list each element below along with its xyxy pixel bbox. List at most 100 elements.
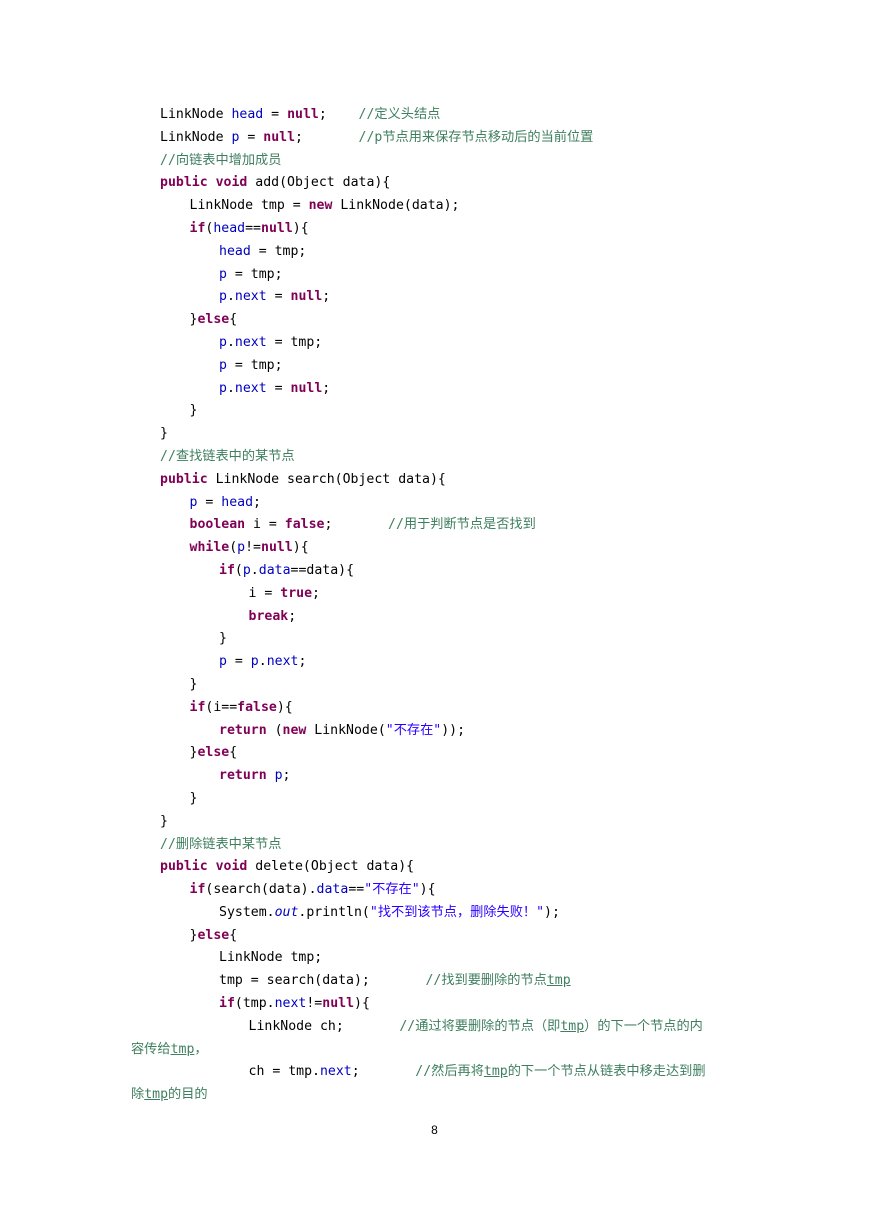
code-token: p	[189, 494, 198, 510]
code-token: p	[219, 654, 227, 670]
code-line: }else{	[131, 309, 771, 332]
code-line: //删除链表中某节点	[131, 834, 771, 857]
code-token: tmp	[144, 1087, 169, 1103]
code-token: }	[160, 813, 168, 829]
code-line: System.out.println("找不到该节点，删除失败！");	[131, 902, 771, 925]
code-token: LinkNode	[160, 129, 232, 145]
code-token: null	[261, 540, 293, 556]
code-token: ;	[298, 654, 307, 670]
code-token	[208, 859, 216, 874]
code-token: head	[213, 220, 246, 236]
code-token: ;	[322, 380, 331, 396]
code-token: = tmp;	[250, 243, 307, 259]
code-token: void	[215, 859, 248, 875]
code-token: LinkNode search(Object data){	[207, 471, 446, 487]
code-token: =	[239, 129, 264, 145]
code-token: (	[234, 562, 243, 578]
code-token: //找到要删除的节点	[425, 973, 547, 989]
code-token: p	[219, 380, 227, 396]
code-token: ){	[292, 220, 309, 236]
code-token: p	[231, 129, 240, 145]
code-token: "找不到该节点，删除失败！"	[369, 904, 545, 920]
code-token: ）的下一个节点的内	[584, 1018, 703, 1034]
code-token: tmp	[546, 973, 571, 989]
code-line: p = tmp;	[131, 355, 771, 378]
code-token: head	[221, 494, 254, 510]
code-line: while(p!=null){	[131, 537, 771, 560]
code-token: ){	[354, 996, 370, 1012]
code-token: //p节点用来保存节点移动后的当前位置	[358, 129, 594, 145]
code-line: return (new LinkNode("不存在"));	[131, 720, 771, 743]
code-token: (	[229, 540, 238, 556]
code-token: "不存在"	[364, 882, 420, 898]
code-token: (	[266, 722, 283, 738]
code-token: p	[274, 768, 283, 784]
code-token: (tmp.	[234, 996, 275, 1012]
code-line: boolean i = false; //用于判断节点是否找到	[131, 514, 771, 537]
code-line: }else{	[131, 925, 771, 948]
code-token: LinkNode(	[306, 722, 386, 738]
code-token: ==	[245, 220, 261, 236]
code-token: p	[219, 357, 227, 373]
code-line: }else{	[131, 742, 771, 765]
code-line: LinkNode p = null; //p节点用来保存节点移动后的当前位置	[131, 127, 771, 150]
code-token: null	[322, 996, 355, 1012]
code-line: }	[131, 628, 771, 651]
code-line: head = tmp;	[131, 241, 771, 264]
code-token: next	[274, 996, 307, 1012]
code-line: }	[131, 788, 771, 811]
code-token: .	[258, 654, 267, 670]
code-line: p = p.next;	[131, 651, 771, 674]
code-token: 的目的	[168, 1087, 208, 1103]
code-token: tmp	[170, 1041, 195, 1057]
code-line: tmp = search(data); //找到要删除的节点tmp	[131, 970, 771, 993]
code-token: =	[266, 380, 291, 396]
code-token	[267, 768, 275, 783]
code-token: ;	[253, 494, 261, 510]
code-token: boolean	[189, 517, 246, 533]
code-token: next	[319, 1064, 352, 1080]
code-token: p	[219, 289, 227, 305]
code-token: public	[160, 471, 208, 487]
code-token: {	[229, 312, 238, 328]
code-token: public	[160, 175, 208, 191]
code-line: LinkNode tmp = new LinkNode(data);	[131, 195, 771, 218]
code-token	[208, 175, 216, 190]
code-token: head	[219, 243, 251, 259]
code-token: i =	[245, 517, 285, 533]
code-token: .println(	[298, 904, 370, 920]
code-token: p	[242, 562, 251, 578]
code-token: }	[219, 631, 227, 647]
code-token: else	[197, 312, 230, 328]
code-line: p = head;	[131, 492, 771, 515]
code-token: ;	[295, 129, 359, 145]
code-token: //查找链表中的某节点	[160, 448, 295, 464]
code-token: delete(Object data){	[247, 859, 415, 875]
code-token: ;	[351, 1064, 416, 1080]
code-token: .	[226, 380, 235, 396]
code-token: (i==	[205, 699, 238, 715]
code-line: public void add(Object data){	[131, 172, 771, 195]
code-token: head	[231, 107, 264, 122]
code-token: = tmp;	[266, 334, 323, 350]
code-line: }	[131, 423, 771, 446]
code-token: ;	[324, 517, 389, 533]
code-token: ){	[276, 699, 293, 715]
code-token: //删除链表中某节点	[160, 836, 282, 852]
code-token: else	[197, 927, 230, 943]
code-token: }	[189, 927, 198, 943]
code-line: }	[131, 400, 771, 423]
code-token: ){	[419, 882, 436, 898]
page-number: 8	[431, 1123, 438, 1137]
code-token: 的下一个节点从链表中移走达到删	[507, 1064, 706, 1080]
code-token: }	[189, 403, 198, 419]
code-token: ;	[318, 107, 359, 122]
code-line: }	[131, 674, 771, 697]
code-token: tmp = search(data);	[219, 973, 426, 989]
code-token: null	[290, 380, 323, 396]
code-line: p.next = tmp;	[131, 332, 771, 355]
code-token: LinkNode	[160, 107, 232, 122]
code-token: ;	[312, 585, 320, 601]
code-token: null	[287, 107, 319, 122]
